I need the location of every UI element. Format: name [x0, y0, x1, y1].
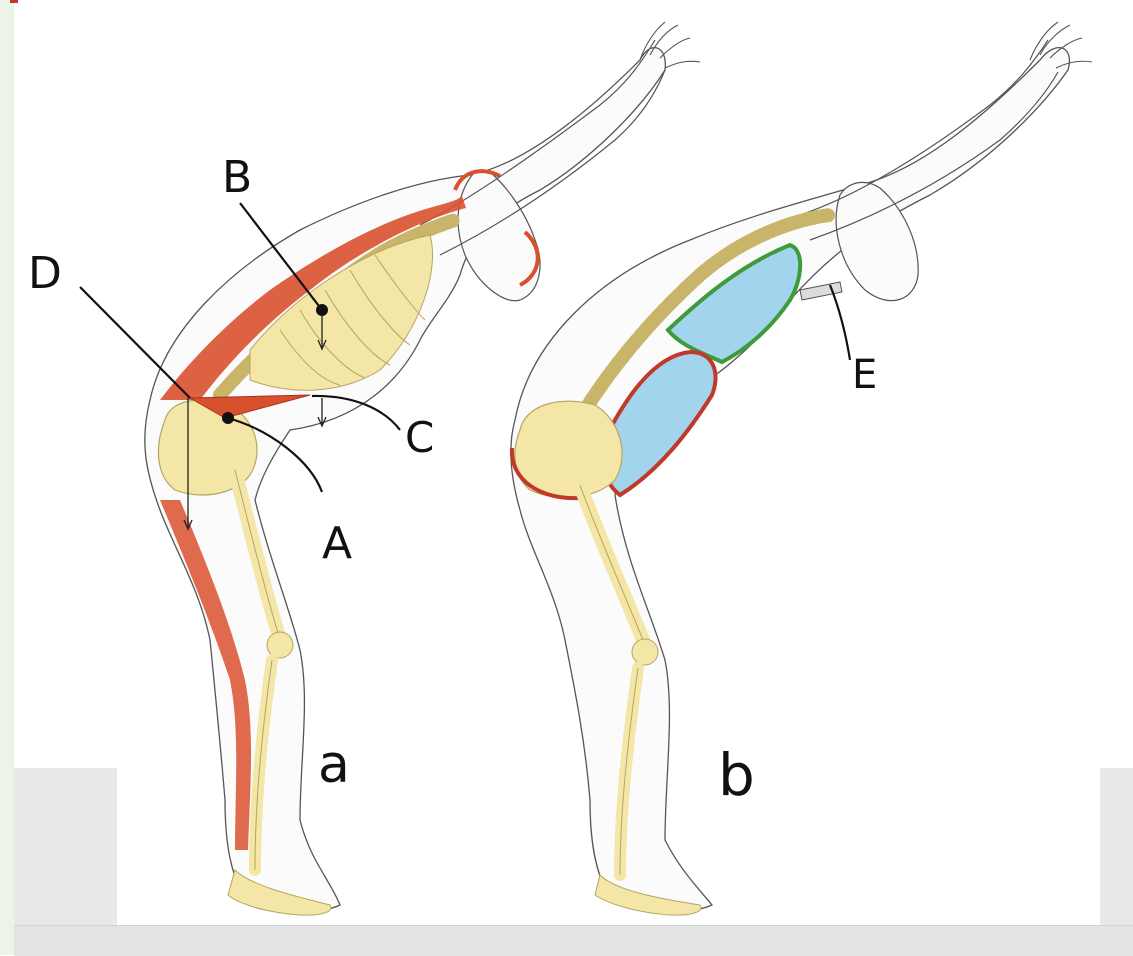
label-e: E: [852, 352, 877, 398]
label-d: D: [28, 248, 62, 299]
label-b: B: [222, 152, 252, 203]
label-b-point: [316, 304, 328, 316]
label-a: A: [322, 518, 352, 569]
figure-b-knee: [632, 639, 658, 665]
figure-b-pelvis: [515, 401, 622, 497]
figure-b: [511, 22, 1092, 915]
label-e-leader-line: [830, 285, 850, 360]
figure-label-b: b: [718, 741, 755, 809]
label-c: C: [405, 413, 434, 462]
figure-a-knee: [267, 632, 293, 658]
label-a-point: [222, 412, 234, 424]
figure-label-a: a: [318, 735, 350, 795]
